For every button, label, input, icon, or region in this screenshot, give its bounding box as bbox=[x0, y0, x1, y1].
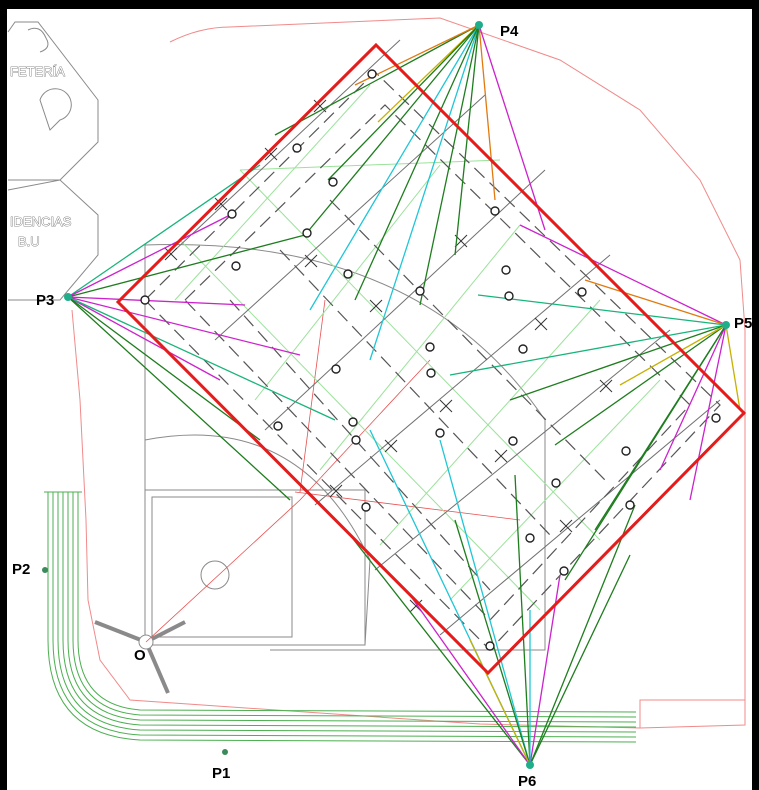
grey-grid bbox=[174, 39, 721, 636]
pole-p2-label: P2 bbox=[12, 561, 30, 578]
beams-p6 bbox=[349, 429, 636, 766]
field-outline bbox=[115, 42, 747, 676]
ballfield-mound bbox=[200, 560, 230, 590]
ballfield-arc-inner bbox=[144, 434, 371, 646]
property-boundary bbox=[71, 17, 746, 729]
building-residencias-outline bbox=[7, 179, 99, 301]
pole-p3-label: P3 bbox=[36, 292, 54, 309]
green-grid bbox=[174, 84, 661, 611]
beams-p4 bbox=[274, 24, 546, 361]
building-cafeteria-dome bbox=[39, 88, 72, 131]
ballfield-diamond bbox=[151, 496, 293, 638]
beams-p5 bbox=[449, 224, 741, 581]
origin-label: O bbox=[134, 647, 146, 664]
pole-p1-icon bbox=[222, 749, 228, 755]
pole-p3-icon bbox=[64, 293, 72, 301]
pole-p5-label: P5 bbox=[734, 315, 752, 332]
buildings bbox=[7, 21, 99, 301]
ballfield-infield-box bbox=[144, 489, 366, 646]
red-guide-lines bbox=[145, 299, 521, 643]
pole-p5-icon bbox=[722, 321, 730, 329]
frame-top bbox=[0, 0, 759, 9]
pole-p1-label: P1 bbox=[212, 765, 230, 782]
frame-right bbox=[752, 0, 759, 790]
building-cafeteria-outline bbox=[7, 21, 99, 181]
pole-p4-icon bbox=[475, 21, 483, 29]
pole-p2-icon bbox=[42, 567, 48, 573]
pole-p6-label: P6 bbox=[518, 773, 536, 790]
grid-ticks bbox=[164, 99, 613, 613]
residencias-label: IDENCIAS bbox=[10, 214, 72, 229]
pole-p4-label: P4 bbox=[500, 23, 519, 40]
frame-left bbox=[0, 0, 7, 790]
ballfield-arc-outer bbox=[144, 243, 546, 651]
residencias-sub-label: B.U bbox=[18, 234, 40, 249]
running-track bbox=[44, 491, 637, 743]
building-cafeteria-ramp bbox=[27, 27, 49, 53]
pole-p6-icon bbox=[526, 761, 534, 769]
beams-p3 bbox=[67, 164, 336, 501]
ballfield bbox=[144, 243, 546, 651]
cafeteria-label: FETERÍA bbox=[10, 64, 65, 79]
pole-markers bbox=[42, 21, 730, 769]
aiming-points bbox=[140, 69, 721, 651]
